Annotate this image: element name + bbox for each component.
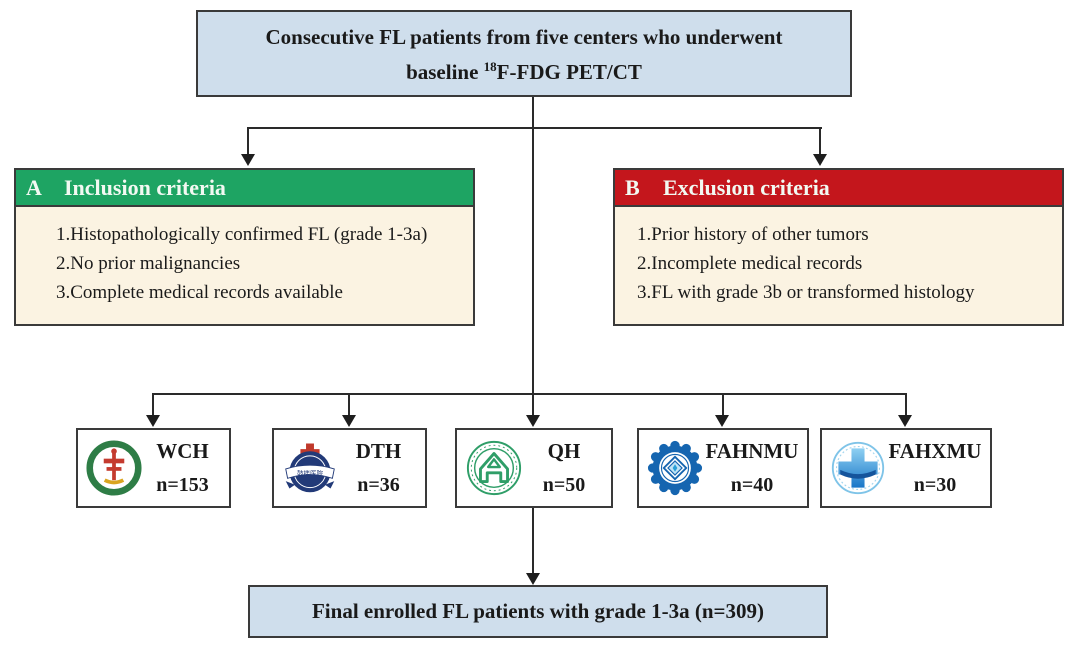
inclusion-arrowhead-icon — [241, 154, 255, 166]
fahxmu-hospital-seal-icon — [831, 441, 885, 495]
fahnmu-arrowhead-icon — [715, 415, 729, 427]
exclusion-list: 1.Prior history of other tumors 2.Incomp… — [615, 207, 1062, 307]
inclusion-item: 2.No prior malignancies — [56, 253, 241, 274]
center-box-qh: QH n=50 — [455, 428, 613, 508]
isotope-superscript: 18 — [483, 58, 497, 74]
center-acronym: FAHNMU — [705, 439, 799, 464]
center-acronym: QH — [547, 439, 581, 464]
center-count: n=30 — [913, 473, 957, 496]
exclusion-criteria-box: B Exclusion criteria 1.Prior history of … — [613, 168, 1064, 326]
inclusion-arrow-stem — [247, 127, 249, 155]
wch-arrow-stem — [152, 393, 154, 416]
criteria-branch-line — [247, 127, 822, 129]
exclusion-label: B — [625, 174, 640, 200]
top-box-line2: baseline 18F-FDG PET/CT — [406, 55, 642, 89]
main-vertical-connector — [532, 97, 534, 415]
center-box-fahxmu: FAHXMU n=30 — [820, 428, 992, 508]
fahnmu-arrow-stem — [722, 393, 724, 416]
wch-arrowhead-icon — [146, 415, 160, 427]
center-acronym: WCH — [156, 439, 209, 464]
fahxmu-text: FAHXMU n=30 — [886, 430, 984, 506]
center-count: n=50 — [542, 473, 586, 496]
final-arrowhead-icon — [526, 573, 540, 585]
top-patients-box: Consecutive FL patients from five center… — [196, 10, 852, 97]
fahnmu-text: FAHNMU n=40 — [703, 430, 801, 506]
inclusion-title: Inclusion criteria — [64, 174, 226, 200]
top-box-line2-post: F-FDG PET/CT — [496, 59, 642, 84]
final-enrolled-box: Final enrolled FL patients with grade 1-… — [248, 585, 828, 638]
exclusion-header: B Exclusion criteria — [615, 170, 1062, 207]
center-acronym: FAHXMU — [888, 439, 982, 464]
final-arrow-stem — [532, 508, 534, 574]
wch-text: WCH n=153 — [142, 430, 223, 506]
inclusion-header: A Inclusion criteria — [16, 170, 473, 207]
svg-text:鼓楼医院: 鼓楼医院 — [297, 468, 324, 477]
top-box-line1: Consecutive FL patients from five center… — [265, 24, 783, 49]
dth-arrow-stem — [348, 393, 350, 416]
exclusion-item: 3.FL with grade 3b or transformed histol… — [637, 282, 975, 303]
qh-hospital-seal-icon — [466, 440, 522, 496]
center-count: n=36 — [357, 473, 400, 496]
centers-branch-line — [152, 393, 907, 395]
dth-hospital-seal-icon: 鼓楼医院 — [285, 442, 335, 493]
inclusion-item: 3.Complete medical records available — [56, 282, 343, 303]
center-box-fahnmu: FAHNMU n=40 — [637, 428, 809, 508]
fahxmu-arrow-stem — [905, 393, 907, 416]
dth-arrowhead-icon — [342, 415, 356, 427]
dth-text: DTH n=36 — [338, 430, 419, 506]
wch-hospital-seal-icon — [86, 440, 142, 496]
inclusion-item: 1.Histopathologically confirmed FL (grad… — [56, 224, 428, 245]
exclusion-arrow-stem — [819, 127, 821, 155]
center-count: n=40 — [730, 473, 774, 496]
fahnmu-hospital-seal-icon — [647, 440, 703, 496]
center-acronym: DTH — [355, 439, 402, 464]
inclusion-list: 1.Histopathologically confirmed FL (grad… — [16, 207, 473, 307]
qh-text: QH n=50 — [523, 430, 605, 506]
inclusion-label: A — [26, 174, 42, 200]
center-count: n=153 — [156, 473, 209, 496]
final-box-text: Final enrolled FL patients with grade 1-… — [311, 599, 764, 623]
fahxmu-arrowhead-icon — [898, 415, 912, 427]
exclusion-item: 2.Incomplete medical records — [637, 253, 863, 274]
center-box-wch: WCH n=153 — [76, 428, 231, 508]
exclusion-title: Exclusion criteria — [663, 174, 830, 200]
qh-arrowhead-icon — [526, 415, 540, 427]
top-box-line2-pre: baseline — [406, 59, 484, 84]
exclusion-arrowhead-icon — [813, 154, 827, 166]
inclusion-criteria-box: A Inclusion criteria 1.Histopathological… — [14, 168, 475, 326]
center-box-dth: 鼓楼医院 DTH n=36 — [272, 428, 427, 508]
exclusion-item: 1.Prior history of other tumors — [637, 224, 869, 245]
